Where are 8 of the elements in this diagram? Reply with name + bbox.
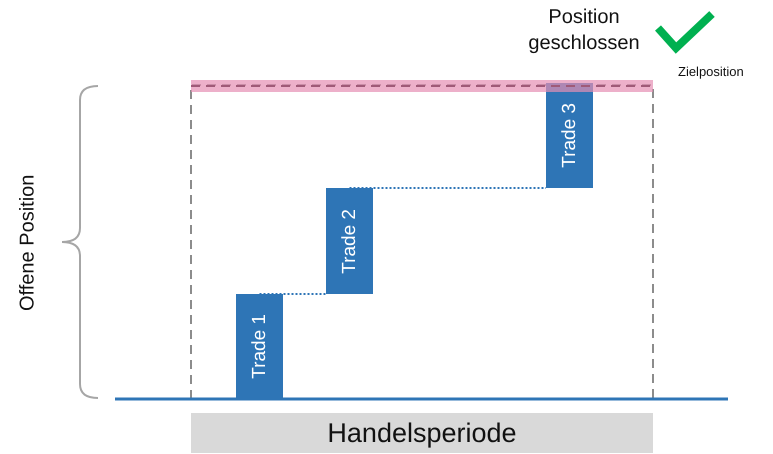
dotted-connector (350, 187, 546, 189)
axis-label: Offene Position (16, 174, 40, 314)
period-bar: Handelsperiode (191, 413, 653, 453)
target-label: Zielposition (678, 64, 745, 79)
status-text: Position geschlossen (527, 5, 641, 56)
trade-bar: Trade 2 (326, 188, 373, 294)
dotted-connector (260, 293, 326, 295)
trade-bar: Trade 1 (236, 294, 283, 399)
